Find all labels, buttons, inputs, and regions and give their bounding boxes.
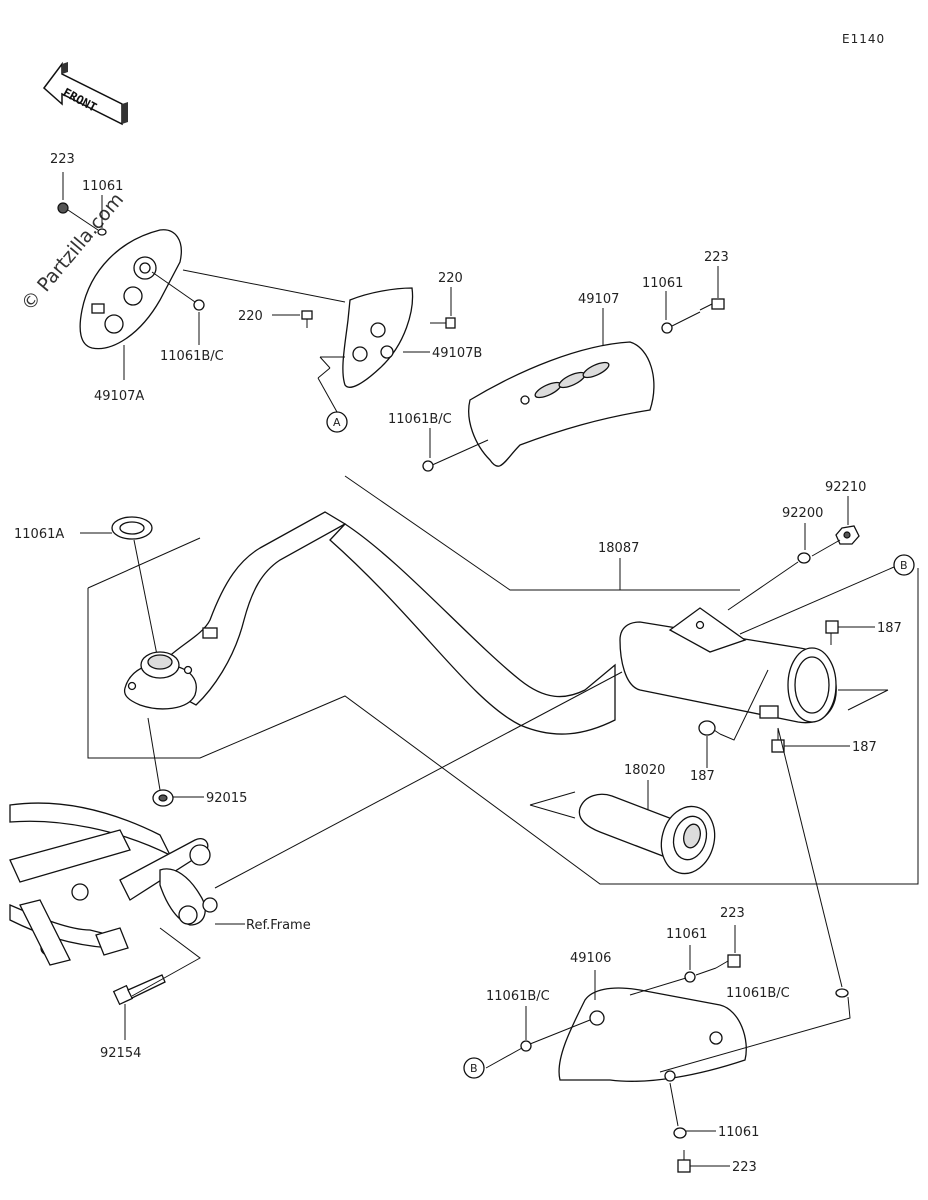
bolt-187-right <box>825 620 839 645</box>
callout-b-lower <box>463 1057 485 1079</box>
label-223-bottom: 223 <box>732 1160 757 1175</box>
label-49107: 49107 <box>578 292 619 307</box>
label-49106: 49106 <box>570 951 611 966</box>
label-11061-top-right: 11061 <box>642 276 683 291</box>
washer-11061-bottom <box>673 1127 687 1139</box>
gasket-11061a <box>111 516 153 540</box>
bolt-92154 <box>112 974 166 1006</box>
callout-b-upper-label: B <box>900 559 908 572</box>
muffler <box>619 607 837 724</box>
heat-guard-49107b <box>342 287 414 388</box>
label-223-top-right: 223 <box>704 250 729 265</box>
label-ref-frame: Ref.Frame <box>246 918 311 933</box>
label-92154: 92154 <box>100 1046 141 1061</box>
washer-11061bc-left <box>193 299 205 311</box>
heat-guard-49107a <box>79 229 182 350</box>
heat-guard-49107 <box>468 341 655 467</box>
label-11061-bottom: 11061 <box>718 1125 759 1140</box>
label-187-right: 187 <box>877 621 902 636</box>
label-187-lower-right: 187 <box>852 740 877 755</box>
label-92015: 92015 <box>206 791 247 806</box>
washer-92200 <box>797 552 811 564</box>
label-18020: 18020 <box>624 763 665 778</box>
label-92200: 92200 <box>782 506 823 521</box>
label-220-top: 220 <box>438 271 463 286</box>
label-220-left: 220 <box>238 309 263 324</box>
label-11061bc-mid: 11061B/C <box>388 412 452 427</box>
label-92210: 92210 <box>825 480 866 495</box>
bolt-187-mid <box>698 720 721 736</box>
diagram-code: E1140 <box>842 32 885 46</box>
bolt-223-bottom-mid <box>715 954 741 969</box>
nut-92015 <box>152 789 174 807</box>
spark-arrester-18020 <box>578 793 716 875</box>
washer-11061bc-bottom-right <box>835 988 849 998</box>
label-11061bc-bottom-left: 11061B/C <box>486 989 550 1004</box>
callout-b-upper <box>893 554 915 576</box>
label-11061-bottom-mid: 11061 <box>666 927 707 942</box>
front-arrow-icon: FRONT <box>42 61 128 126</box>
bolt-187-lower-right <box>771 728 785 753</box>
washer-11061bc-bottom-left <box>520 1040 532 1052</box>
frame-section <box>9 802 218 966</box>
bolt-223-top-right <box>699 298 725 311</box>
washer-11061-top-left <box>97 228 107 236</box>
label-11061-top-left: 11061 <box>82 179 123 194</box>
label-18087: 18087 <box>598 541 639 556</box>
exhaust-pipe-18087 <box>123 511 616 735</box>
callout-b-lower-label: B <box>470 1062 478 1075</box>
washer-11061-bottom-mid <box>684 971 696 983</box>
bolt-220-top <box>430 317 456 329</box>
label-49107a: 49107A <box>94 389 144 404</box>
nut-92210 <box>835 525 860 545</box>
heat-guard-49106 <box>558 987 747 1082</box>
label-223-top-left: 223 <box>50 152 75 167</box>
label-11061bc-bottom-right: 11061B/C <box>726 986 790 1001</box>
bolt-223-bottom <box>677 1150 691 1173</box>
bolt-220-left <box>301 310 313 328</box>
label-187-mid: 187 <box>690 769 715 784</box>
label-11061a: 11061A <box>14 527 64 542</box>
label-223-bottom-mid: 223 <box>720 906 745 921</box>
washer-11061-top-right <box>661 322 673 334</box>
callout-a <box>326 411 348 433</box>
label-49107b: 49107B <box>432 346 482 361</box>
washer-11061bc-mid <box>422 460 434 472</box>
bolt-223-top-left <box>57 202 69 214</box>
callout-a-label: A <box>333 416 341 429</box>
label-11061bc-left: 11061B/C <box>160 349 224 364</box>
